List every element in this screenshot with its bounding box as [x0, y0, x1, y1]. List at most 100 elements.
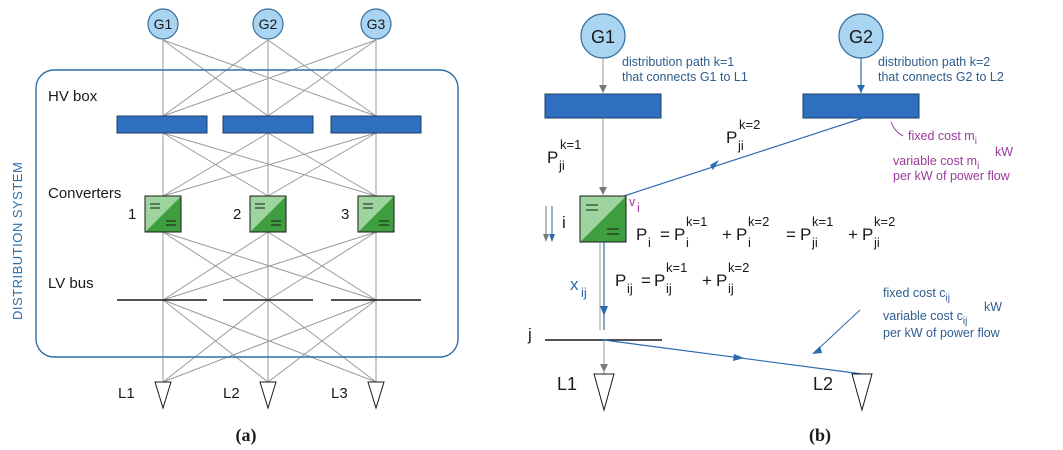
eq-pij-sub: ij — [627, 281, 633, 296]
eq-pij-p2-sub: ij — [728, 281, 734, 296]
eq-pij-p2-sup: k=2 — [728, 260, 749, 275]
hv1-arrowhead — [599, 187, 607, 195]
variable-cost-m: variable cost mi — [893, 154, 979, 172]
hv2-to-converter-line — [620, 117, 864, 198]
fixed-cost-c-sub: ij — [946, 293, 950, 304]
i-bar-left-arrow — [543, 234, 549, 242]
variable-cost-c-sub: ij — [963, 316, 967, 327]
eq-p2: P — [736, 225, 747, 244]
j-to-l2-arrow — [733, 354, 744, 361]
g2-arrowhead — [857, 85, 865, 93]
eq-p4-sub: ji — [873, 235, 880, 250]
eq-pij-plus: + — [702, 271, 712, 290]
distribution-system-border — [35, 69, 459, 358]
load-l1-label: L1 — [118, 385, 135, 402]
i-label: i — [562, 213, 566, 232]
lv-to-load-wires — [162, 299, 377, 383]
generator-g3-label: G3 — [367, 16, 386, 32]
hv2-arrowhead — [710, 160, 719, 170]
eq-p4-sup: k=2 — [874, 214, 895, 229]
p-k1-sub: ji — [558, 158, 565, 173]
variable-cost-c: variable cost cij — [883, 309, 967, 327]
variable-cost-m-text: variable cost m — [893, 154, 977, 168]
eq-p3-sup: k=1 — [812, 214, 833, 229]
load-l3-label: L3 — [331, 385, 348, 402]
converter-2-number: 2 — [233, 206, 241, 223]
eq-pij-equals: = — [641, 271, 651, 290]
load-l3: L3 — [331, 381, 385, 410]
xij-sub: ij — [581, 285, 587, 300]
generator-g2-label: G2 — [259, 16, 278, 32]
load-l2-b-label: L2 — [813, 374, 833, 394]
eq-pi: P — [636, 225, 647, 244]
hv-box-label: HV box — [48, 88, 98, 105]
eq-p1-sup: k=1 — [686, 214, 707, 229]
fixed-cost-m-sub: i — [975, 136, 977, 147]
fixed-cost-m-text: fixed cost m — [908, 129, 975, 143]
generator-g2-b-label: G2 — [849, 27, 873, 47]
converters-label: Converters — [48, 185, 121, 202]
generator-g2-b: G2 — [838, 13, 884, 59]
path1-line1: distribution path k=1 — [622, 55, 734, 69]
generator-g2: G2 — [252, 8, 284, 40]
hv-box-2 — [222, 115, 314, 134]
lv-bus-label: LV bus — [48, 275, 94, 292]
converter-3 — [357, 195, 395, 233]
converter-to-lv-wires — [162, 231, 377, 301]
eq-pij-p2: P — [716, 271, 727, 290]
p-k1-sup: k=1 — [560, 137, 581, 152]
fixed-cost-m: fixed cost mi — [908, 129, 977, 147]
p-k2-base: P — [726, 128, 737, 147]
eq-equals-1: = — [660, 225, 670, 244]
gen-to-hv-wires — [162, 39, 377, 117]
caption-b: (b) — [809, 425, 831, 446]
eq-p2-sup: k=2 — [748, 214, 769, 229]
panel-b: G1 G2 distribution path k=1 that connect… — [527, 13, 1013, 446]
cost-c-pointer — [814, 309, 861, 353]
eq-pij-p1-sup: k=1 — [666, 260, 687, 275]
generator-g1: G1 — [147, 8, 179, 40]
hv-box-1 — [116, 115, 208, 134]
vi-sub: i — [637, 201, 640, 215]
hv-box-3 — [330, 115, 422, 134]
eq-plus-2: + — [848, 225, 858, 244]
p-k1-base: P — [547, 148, 558, 167]
j-label: j — [527, 325, 532, 344]
eq-p4: P — [862, 225, 873, 244]
load-l2-b: L2 — [813, 373, 873, 412]
eq-pij-p1-sub: ij — [666, 281, 672, 296]
fixed-cost-pointer — [890, 121, 904, 137]
j-to-l2-line — [603, 339, 863, 375]
load-l2: L2 — [223, 381, 277, 410]
panel-a: DISTRIBUTION SYSTEM G1 G2 G3 HV box Conv… — [10, 8, 459, 446]
g1-arrowhead — [599, 85, 607, 93]
hv-to-converter-wires — [162, 132, 377, 197]
vi-base: v — [629, 195, 636, 209]
converter-3-number: 3 — [341, 206, 349, 223]
eq-pi-sub: i — [648, 235, 651, 250]
cost-c-pointer-arrow — [812, 346, 822, 354]
per-kw-flow-2: per kW of power flow — [883, 326, 1001, 340]
generator-g1-b: G1 — [580, 13, 626, 59]
p-k2-sub: ji — [737, 138, 744, 153]
j-to-l1-arrow — [600, 364, 608, 372]
variable-cost-c-sup: kW — [984, 300, 1002, 314]
eq-p2-sub: i — [748, 235, 751, 250]
eq-equals-2: = — [786, 225, 796, 244]
pi-equation: P i = P k=1 i + P k=2 i = P k=1 ji + P k… — [636, 214, 895, 250]
generator-g1-label: G1 — [154, 16, 173, 32]
p-k2-sup: k=2 — [739, 117, 760, 132]
caption-a: (a) — [236, 425, 257, 446]
path1-line2: that connects G1 to L1 — [622, 70, 748, 84]
converter-b — [579, 195, 627, 243]
eq-p1-sub: i — [686, 235, 689, 250]
generator-g3: G3 — [360, 8, 392, 40]
load-l1-b: L1 — [557, 373, 615, 412]
eq-p1: P — [674, 225, 685, 244]
eq-p3-sub: ji — [811, 235, 818, 250]
converter-2 — [249, 195, 287, 233]
fixed-cost-c: fixed cost cij — [883, 286, 950, 304]
load-l1: L1 — [118, 381, 172, 410]
per-kw-flow-1: per kW of power flow — [893, 169, 1011, 183]
